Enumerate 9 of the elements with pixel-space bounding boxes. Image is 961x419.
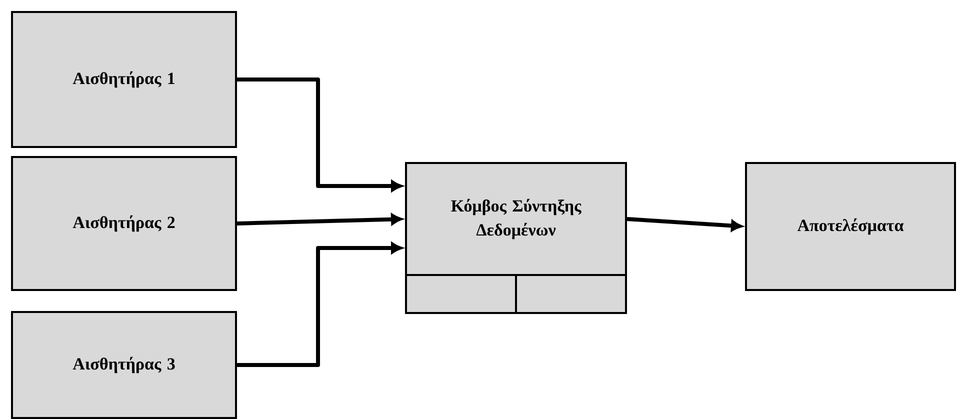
process-box: Αισθητήρας 3 bbox=[11, 311, 237, 419]
process-box: Κόμβος Σύντηξης Δεδομένων bbox=[405, 162, 627, 314]
arrow bbox=[237, 78, 402, 192]
process-box: Αισθητήρας 2 bbox=[11, 156, 237, 291]
arrow bbox=[236, 214, 402, 226]
arrow bbox=[237, 242, 402, 367]
process-box: Αποτελέσματα bbox=[745, 162, 956, 291]
process-box: Αισθητήρας 1 bbox=[11, 11, 237, 148]
arrow bbox=[626, 217, 742, 232]
